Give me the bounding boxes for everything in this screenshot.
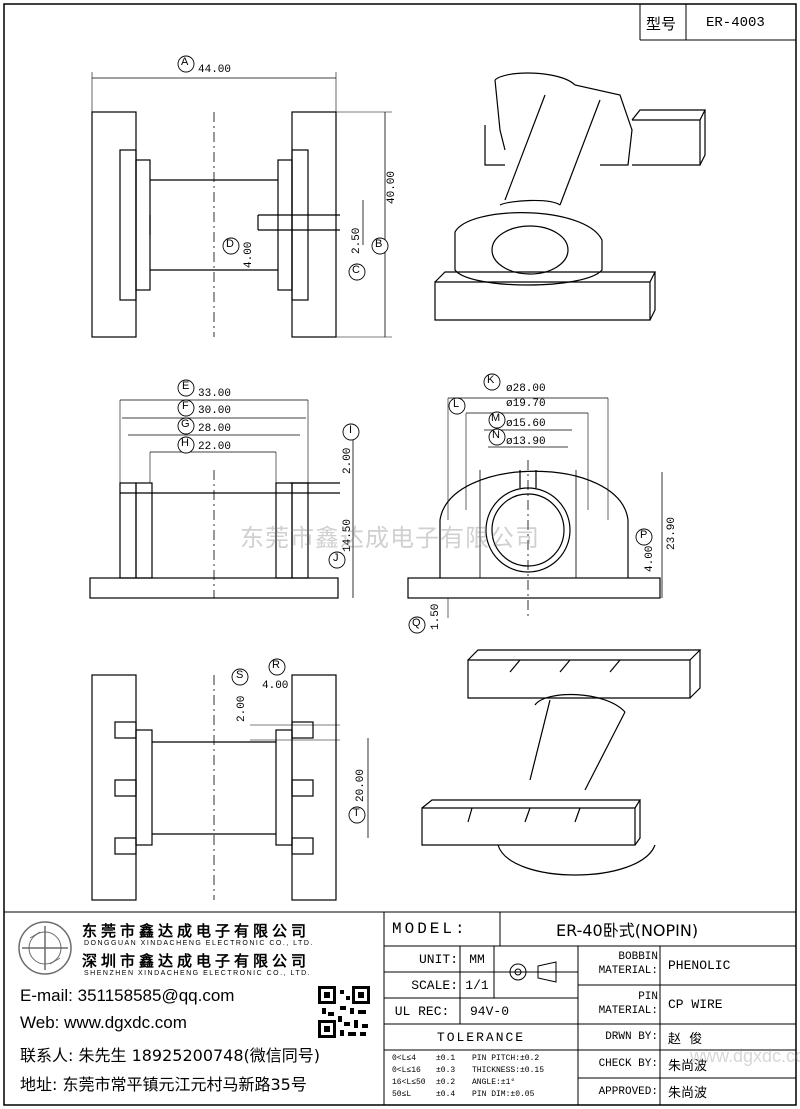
dim-g: 28.00 bbox=[198, 423, 232, 435]
bobbin-material-label: BOBBIN MATERIAL: bbox=[598, 951, 658, 977]
callout-c: C bbox=[352, 264, 360, 276]
type-label: 型号 bbox=[646, 14, 677, 33]
dim-l: ø19.70 bbox=[506, 398, 546, 410]
dim-p: 4.00 bbox=[644, 545, 656, 572]
ulrec-value: 94V-0 bbox=[470, 1003, 510, 1019]
unit-value: MM bbox=[469, 951, 485, 967]
callout-n: N bbox=[492, 429, 500, 441]
company-contact: 联系人: 朱先生 18925200748(微信同号) bbox=[20, 1046, 321, 1065]
title-block-lines bbox=[4, 4, 796, 1105]
pin-material-label: PIN MATERIAL: bbox=[598, 991, 658, 1017]
callout-k: K bbox=[487, 374, 495, 386]
approved-label: APPROVED: bbox=[598, 1085, 658, 1098]
callout-f: F bbox=[182, 400, 189, 412]
site-watermark: www.dgxdc.com bbox=[690, 1046, 800, 1066]
top-view bbox=[91, 72, 392, 338]
tol-note: ANGLE:±1° bbox=[472, 1078, 516, 1087]
callout-d: D bbox=[226, 238, 234, 250]
iso-view-top bbox=[434, 72, 706, 321]
tol-value: ±0.4 bbox=[436, 1090, 456, 1099]
pin-material-value: CP WIRE bbox=[668, 997, 723, 1012]
callout-h: H bbox=[181, 437, 189, 449]
dim-s: 2.00 bbox=[236, 695, 248, 722]
callout-s: S bbox=[236, 669, 244, 681]
dim-k: ø28.00 bbox=[506, 383, 546, 395]
tol-range: 50≤L bbox=[392, 1090, 412, 1099]
callout-p: P bbox=[640, 529, 648, 541]
tol-value: ±0.1 bbox=[436, 1054, 456, 1063]
check-by-label: CHECK BY: bbox=[598, 1058, 658, 1070]
company-address: 地址: 东莞市常平镇元江元村马新路35号 bbox=[20, 1075, 307, 1094]
tol-note: PIN DIM:±0.05 bbox=[472, 1090, 535, 1099]
callout-b: B bbox=[375, 238, 383, 250]
part-number: ER-4003 bbox=[706, 15, 765, 31]
check-by-value: 朱尚波 bbox=[668, 1058, 708, 1074]
tol-note: PIN PITCH:±0.2 bbox=[472, 1054, 540, 1063]
tol-range: 16<L≤50 bbox=[392, 1078, 426, 1087]
callout-g: G bbox=[181, 418, 190, 430]
drawn-by-label: DRWN BY: bbox=[605, 1031, 658, 1043]
projection-symbol bbox=[505, 961, 557, 983]
tol-value: ±0.2 bbox=[436, 1078, 456, 1087]
dim-o: 23.90 bbox=[666, 516, 678, 550]
tol-range: 0<L≤4 bbox=[392, 1054, 417, 1063]
dim-i: 2.00 bbox=[342, 447, 354, 474]
dim-d: 4.00 bbox=[243, 241, 255, 268]
callout-q: Q bbox=[412, 617, 421, 629]
callout-r: R bbox=[272, 659, 280, 671]
company-logo bbox=[18, 921, 72, 975]
dim-q: 1.50 bbox=[430, 603, 442, 630]
tol-note: THICKNESS:±0.15 bbox=[472, 1066, 545, 1075]
qr-code bbox=[318, 986, 370, 1038]
company-name-sz: 深圳市鑫达成电子有限公司 bbox=[82, 952, 311, 970]
dim-e: 33.00 bbox=[198, 388, 232, 400]
dim-b: 40.00 bbox=[386, 170, 398, 204]
model-value: ER-40卧式(NOPIN) bbox=[556, 921, 699, 940]
ulrec-label: UL REC: bbox=[394, 1003, 450, 1019]
company-name-dg-en: DONGGUAN XINDACHENG ELECTRONIC CO., LTD. bbox=[84, 940, 314, 947]
callout-i: I bbox=[349, 424, 353, 436]
watermark: 东莞市鑫达成电子有限公司 bbox=[240, 524, 540, 552]
dim-n: ø13.90 bbox=[506, 436, 546, 448]
bottom-view bbox=[91, 674, 369, 901]
approved-value: 朱尚波 bbox=[668, 1086, 708, 1101]
callout-e: E bbox=[182, 380, 190, 392]
company-name-dg: 东莞市鑫达成电子有限公司 bbox=[82, 922, 311, 940]
model-label: MODEL: bbox=[392, 920, 468, 938]
callout-l: L bbox=[453, 398, 460, 410]
side-view bbox=[407, 397, 663, 620]
callout-circles bbox=[177, 55, 653, 824]
company-email: E-mail: 351158585@qq.com bbox=[20, 986, 235, 1005]
dim-m: ø15.60 bbox=[506, 418, 546, 430]
dim-a: 44.00 bbox=[198, 64, 232, 76]
scale-label: SCALE: bbox=[411, 977, 458, 993]
iso-view-bottom bbox=[421, 649, 702, 876]
unit-label: UNIT: bbox=[418, 951, 458, 967]
tol-value: ±0.3 bbox=[436, 1066, 456, 1075]
company-web: Web: www.dgxdc.com bbox=[20, 1013, 187, 1032]
dim-c: 2.50 bbox=[351, 227, 363, 254]
callout-m: M bbox=[491, 412, 501, 424]
tolerance-label: TOLERANCE bbox=[436, 1029, 526, 1045]
company-name-sz-en: SHENZHEN XINDACHENG ELECTRONIC CO., LTD. bbox=[84, 970, 312, 977]
dim-h: 22.00 bbox=[198, 441, 232, 453]
tol-range: 0<L≤16 bbox=[392, 1066, 421, 1075]
dim-f: 30.00 bbox=[198, 405, 232, 417]
scale-value: 1/1 bbox=[465, 977, 489, 993]
callout-a: A bbox=[181, 56, 189, 68]
bobbin-material-value: PHENOLIC bbox=[668, 958, 731, 973]
dim-r: 4.00 bbox=[262, 680, 289, 692]
callout-j: J bbox=[333, 552, 339, 564]
dim-t: 20.00 bbox=[355, 768, 367, 802]
front-view bbox=[89, 399, 354, 599]
drawn-by-value: 赵 俊 bbox=[668, 1031, 703, 1047]
page-border bbox=[3, 3, 797, 1106]
callout-t: T bbox=[353, 807, 360, 819]
